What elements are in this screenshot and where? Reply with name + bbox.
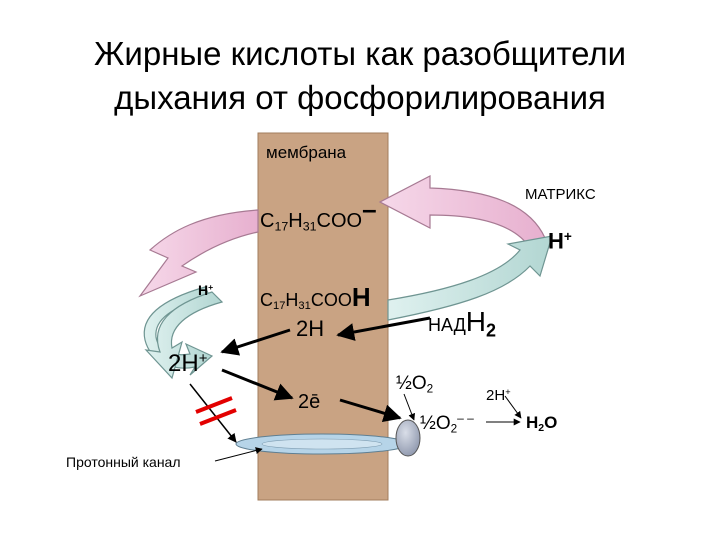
acid-c: C [260, 290, 273, 310]
nadh2: НАДH2 [428, 306, 497, 341]
anion-h: H [288, 210, 303, 233]
fatty-acid: C17H31COOH [260, 284, 371, 312]
acid-h: H [285, 290, 299, 310]
two-h-plus-right-base: 2H [486, 387, 506, 405]
acid-h-sub: 31 [298, 300, 311, 313]
half-o2-sub: 2 [426, 382, 434, 396]
h-plus-left-base: H [198, 282, 209, 298]
water-o: O [544, 413, 558, 432]
oxygen-bubble [395, 419, 421, 457]
proton-channel-label: Протонный канал [66, 454, 181, 470]
acid-coo: COO [310, 290, 352, 310]
anion-charge: – [362, 194, 377, 224]
two-h-plus-right-charge: + [505, 387, 511, 397]
blue-arrow-right [387, 235, 553, 321]
h-plus-left: H+ [198, 283, 213, 297]
anion-h-sub: 31 [302, 219, 317, 234]
nadh-sub: 2 [486, 320, 497, 341]
membrane-label: мембрана [266, 143, 347, 162]
half-o2-ion-charge: – – [457, 411, 474, 425]
arrow-2h-to-2hplus [220, 328, 291, 356]
acid-c-sub: 17 [273, 300, 286, 313]
anion-c: C [260, 210, 275, 233]
water-h: H [526, 413, 539, 432]
arrow-half-o2 [403, 393, 416, 421]
h-plus-left-charge: + [208, 282, 214, 293]
two-h-plus-right: 2H+ [486, 387, 511, 405]
two-h: 2H [296, 316, 325, 341]
half-o2-ion: ½O2– – [420, 412, 474, 435]
arrow-2hplus-to-water [504, 395, 522, 419]
block-mark-2 [199, 408, 237, 426]
water-sub: 2 [538, 421, 545, 434]
arrow-nadh [336, 316, 431, 341]
water: H2O [526, 414, 557, 433]
title-line-2: дыхания от фосфорилирования [114, 79, 606, 116]
nadh-suffix: H [465, 306, 487, 337]
h-plus-matrix-charge: + [563, 229, 572, 244]
blue-arrow-left-down [144, 291, 224, 380]
h-plus-matrix: H+ [548, 230, 572, 253]
fatty-acid-anion: C17H31COO– [260, 196, 377, 233]
two-h-plus-left: 2H+ [168, 352, 207, 376]
block-mark-1 [195, 396, 233, 414]
half-o2-ion-sub: 2 [450, 422, 458, 436]
proton-channel-inner [261, 438, 383, 450]
nadh-prefix: НАД [428, 315, 466, 335]
two-electrons: 2ē [298, 391, 321, 413]
arrow-2e-to-o2 [339, 398, 402, 422]
pink-ribbon-left [138, 209, 259, 298]
two-h-plus-left-base: 2H [168, 350, 199, 378]
two-h-plus-left-charge: + [198, 351, 208, 367]
anion-coo: COO [316, 210, 363, 233]
pink-arrow-top [378, 175, 546, 249]
h-plus-matrix-base: H [548, 228, 564, 254]
half-o2: ½O2 [396, 374, 433, 395]
anion-c-sub: 17 [274, 219, 289, 234]
half-o2-frac: ½O [396, 373, 427, 394]
arrow-blocked-channel [189, 383, 237, 443]
proton-channel-pointer [214, 447, 263, 462]
matrix-label: МАТРИКС [525, 186, 596, 203]
title-line-1: Жирные кислоты как разобщители [93, 35, 627, 72]
acid-h-end: H [351, 282, 371, 312]
arrow-to-2e [221, 368, 294, 401]
half-o2-ion-frac: ½O [420, 413, 451, 435]
